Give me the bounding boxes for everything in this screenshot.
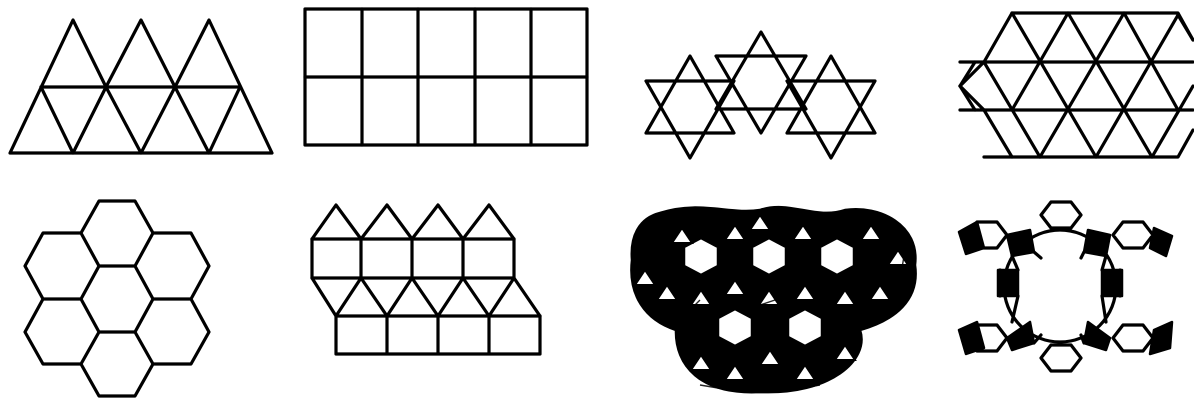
kagome-diagonals-a (960, 13, 1193, 157)
tiling-hexagonal (25, 201, 209, 396)
square-grid-lines (305, 9, 587, 145)
elongated-mid-triangles (312, 278, 540, 316)
kagome-diagonals-b (960, 13, 1193, 157)
elongated-bottom-squares (336, 316, 540, 354)
kagome-outline (960, 13, 1193, 157)
hex-cells (25, 201, 209, 396)
ring-squares (959, 222, 1172, 354)
tiling-snub-hexagonal (631, 207, 915, 392)
ring-outer-hexagons (967, 202, 1153, 371)
elongated-top-triangles (312, 205, 514, 239)
tiling-rhombitrihexagonal (959, 202, 1172, 371)
tiling-star-trihexagonal (646, 32, 875, 158)
tiling-triangular (10, 20, 272, 153)
tiling-trihexagonal (960, 13, 1193, 157)
elongated-top-squares (312, 239, 514, 278)
tiling-square (305, 9, 587, 145)
kagome-horizontals (960, 62, 1193, 110)
tiling-elongated-triangular (312, 205, 540, 354)
triangular-diagonals (41, 87, 240, 153)
star-left (646, 56, 734, 158)
star-right (787, 56, 875, 158)
